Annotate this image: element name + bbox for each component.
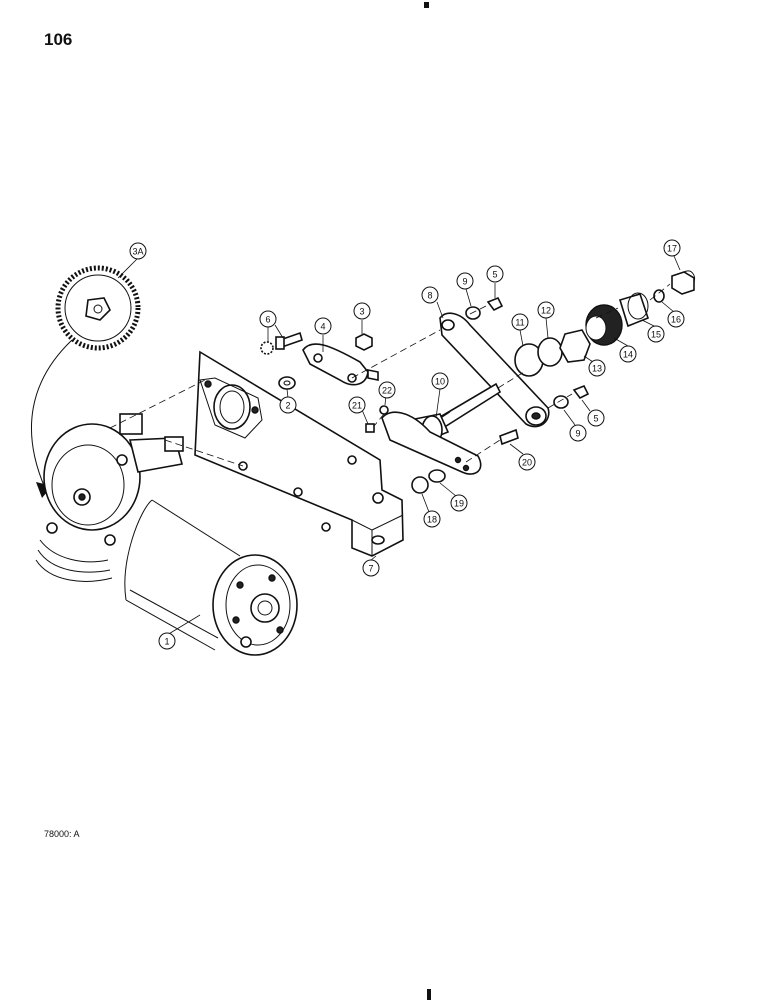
bracket-7 xyxy=(194,350,404,557)
callout-13: 13 xyxy=(588,359,606,377)
washer-22 xyxy=(379,405,389,415)
callout-17: 17 xyxy=(663,239,681,257)
page-number: 106 xyxy=(44,30,73,49)
callout-19: 19 xyxy=(450,494,468,512)
callout-15: 15 xyxy=(647,325,665,343)
callout-8: 8 xyxy=(421,286,439,304)
svg-text:14: 14 xyxy=(623,350,633,360)
washer-9a xyxy=(465,306,481,320)
pin-21 xyxy=(365,423,375,433)
motor-1 xyxy=(35,413,298,656)
bushing-18 xyxy=(411,476,429,494)
svg-text:19: 19 xyxy=(454,499,464,509)
callout-9b: 9 xyxy=(569,424,587,442)
svg-text:7: 7 xyxy=(368,564,373,574)
clip-5a xyxy=(486,296,504,312)
callout-3a: 3A xyxy=(129,242,147,260)
callout-4: 4 xyxy=(314,317,332,335)
callout-1: 1 xyxy=(158,632,176,650)
callout-10: 10 xyxy=(431,372,449,390)
svg-text:21: 21 xyxy=(352,401,362,411)
cap-nut-17 xyxy=(671,270,695,295)
assembly-line xyxy=(497,371,525,389)
assembly-line xyxy=(109,379,206,429)
svg-text:3A: 3A xyxy=(132,247,143,257)
svg-text:22: 22 xyxy=(382,386,392,396)
gear-3a xyxy=(55,265,141,351)
svg-text:13: 13 xyxy=(592,364,602,374)
assembly-line xyxy=(547,393,573,409)
callout-9a: 9 xyxy=(456,272,474,290)
washer-9b xyxy=(553,395,569,409)
bolt-20 xyxy=(499,428,519,446)
link-8 xyxy=(439,312,550,428)
bottom-registration-mark xyxy=(427,989,431,1000)
nut-3 xyxy=(355,333,373,351)
svg-text:16: 16 xyxy=(671,315,681,325)
svg-text:17: 17 xyxy=(667,244,677,254)
callout-3: 3 xyxy=(353,302,371,320)
callout-11: 11 xyxy=(511,313,529,331)
assembly-line xyxy=(649,283,671,301)
svg-text:10: 10 xyxy=(435,377,445,387)
assembly-arrow xyxy=(30,339,73,489)
bezel-14 xyxy=(585,304,623,346)
callout-5b: 5 xyxy=(587,409,605,427)
svg-text:3: 3 xyxy=(359,307,364,317)
assembly-line xyxy=(595,307,619,319)
clip-5b xyxy=(572,384,590,400)
figure-code: 78000: A xyxy=(44,829,80,839)
callout-16: 16 xyxy=(667,310,685,328)
callout-6: 6 xyxy=(259,310,277,328)
nut-13 xyxy=(559,329,591,363)
top-registration-mark xyxy=(424,2,429,8)
assembly-line xyxy=(469,305,487,315)
callout-22: 22 xyxy=(378,381,396,399)
washer-16 xyxy=(653,289,665,303)
leader-lines xyxy=(117,255,681,636)
svg-text:8: 8 xyxy=(427,291,432,301)
callout-7: 7 xyxy=(362,559,380,577)
callout-14: 14 xyxy=(619,345,637,363)
shaft-10 xyxy=(381,382,502,475)
callout-2: 2 xyxy=(279,396,297,414)
svg-text:5: 5 xyxy=(593,414,598,424)
washer-12 xyxy=(537,337,563,367)
svg-text:12: 12 xyxy=(541,306,551,316)
bolt-6 xyxy=(260,331,303,355)
callout-20: 20 xyxy=(518,453,536,471)
svg-text:2: 2 xyxy=(285,401,290,411)
assembly-line xyxy=(465,439,501,463)
svg-text:5: 5 xyxy=(492,270,497,280)
callout-21: 21 xyxy=(348,396,366,414)
svg-text:9: 9 xyxy=(462,277,467,287)
callout-12: 12 xyxy=(537,301,555,319)
knob-15 xyxy=(618,292,649,328)
callout-5a: 5 xyxy=(486,265,504,283)
svg-text:11: 11 xyxy=(515,318,524,328)
assembly-line xyxy=(351,329,441,379)
svg-text:4: 4 xyxy=(320,322,325,332)
svg-text:15: 15 xyxy=(651,330,661,340)
washer-2 xyxy=(278,376,296,390)
washer-19 xyxy=(428,469,446,483)
assembly-line xyxy=(373,413,385,427)
crank-arm-4 xyxy=(302,343,379,386)
svg-text:20: 20 xyxy=(522,458,532,468)
assembly-line xyxy=(164,439,244,467)
svg-text:1: 1 xyxy=(164,637,169,647)
svg-text:6: 6 xyxy=(265,315,270,325)
callout-18: 18 xyxy=(423,510,441,528)
svg-text:9: 9 xyxy=(575,429,580,439)
svg-text:18: 18 xyxy=(427,515,437,525)
